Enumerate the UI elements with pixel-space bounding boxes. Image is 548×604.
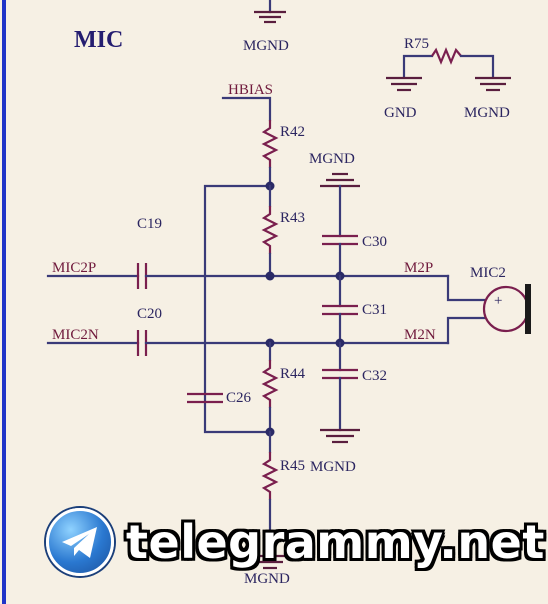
label-mgnd-c32: MGND [310, 459, 356, 475]
wire-hbias [221, 96, 272, 122]
label-r43: R43 [280, 210, 305, 226]
resistor-r43 [261, 206, 279, 254]
label-c26: C26 [226, 390, 252, 406]
capacitor-c32 [322, 368, 358, 380]
watermark-text: telegrammy.net [126, 515, 545, 569]
label-mgnd-bottom: MGND [244, 571, 290, 587]
label-mgnd-c30: MGND [309, 151, 355, 167]
label-mic2p: MIC2P [52, 260, 96, 276]
section-title: MIC [74, 27, 123, 53]
label-mgnd-r75: MGND [464, 105, 510, 121]
wire-bias-left [203, 184, 272, 434]
capacitor-c30 [322, 234, 358, 246]
label-c19: C19 [137, 216, 162, 232]
label-hbias: HBIAS [228, 82, 273, 98]
ground-symbol-top [254, 0, 286, 24]
ground-symbol-c30 [320, 172, 360, 188]
capacitor-c31 [322, 304, 358, 316]
junction-m2p-r43 [265, 271, 275, 281]
microphone-mic2: + [482, 284, 531, 334]
label-mic2: MIC2 [470, 265, 506, 281]
label-gnd: GND [384, 105, 417, 121]
ground-symbol-gnd [386, 76, 422, 92]
capacitor-c26 [187, 392, 223, 404]
label-c32: C32 [362, 368, 387, 384]
label-mic2n: MIC2N [52, 327, 99, 343]
capacitor-c20 [136, 330, 148, 356]
resistor-r45 [261, 452, 279, 500]
label-r75: R75 [404, 36, 429, 52]
resistor-r42 [261, 120, 279, 168]
label-c31: C31 [362, 302, 387, 318]
ground-symbol-bottom [252, 554, 288, 570]
ground-symbol-c32 [320, 428, 360, 444]
label-m2p: M2P [404, 260, 433, 276]
resistor-r75 [402, 47, 495, 78]
telegram-logo-icon [46, 508, 114, 576]
label-c30: C30 [362, 234, 387, 250]
ground-symbol-mgnd-r75 [475, 76, 511, 92]
svg-text:+: + [494, 293, 502, 309]
label-r42: R42 [280, 124, 305, 140]
label-r45: R45 [280, 458, 305, 474]
resistor-r44 [261, 360, 279, 408]
label-mgnd-top: MGND [243, 38, 289, 54]
label-m2n: M2N [404, 327, 436, 343]
label-c20: C20 [137, 306, 162, 322]
watermark: telegrammy.net [46, 508, 545, 576]
label-r44: R44 [280, 366, 306, 382]
capacitor-c19 [136, 263, 148, 289]
